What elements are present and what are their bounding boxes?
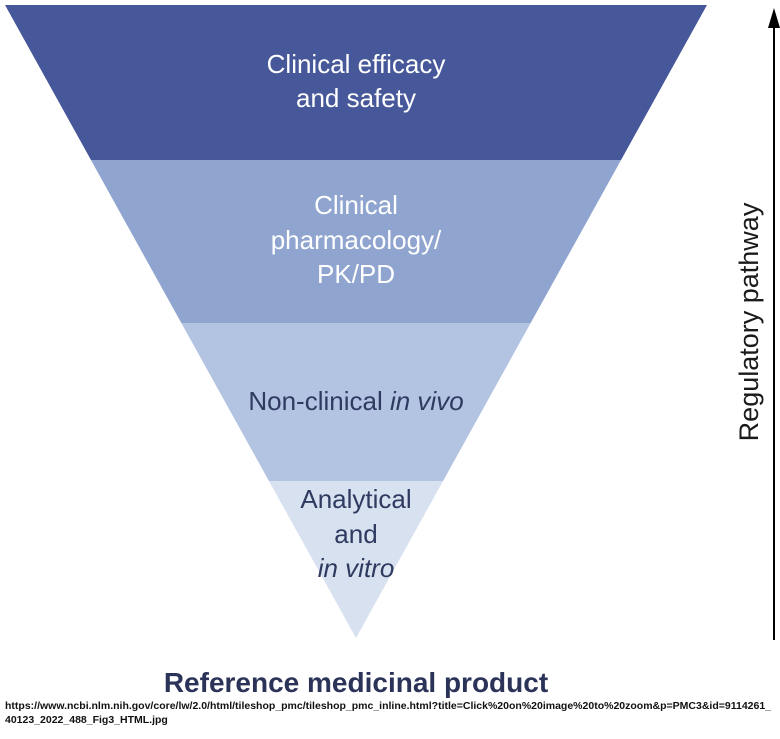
base-label: Reference medicinal product bbox=[164, 667, 548, 698]
layer-label-clinical-pharmacology-line-3: PK/PD bbox=[317, 259, 395, 289]
layer-label-clinical-efficacy-line-1: Clinical efficacy bbox=[267, 49, 446, 79]
layer-label-non-clinical-line-1: Non-clinical in vivo bbox=[248, 386, 463, 416]
layer-analytical bbox=[268, 481, 444, 638]
layer-label-clinical-pharmacology-line-2: pharmacology/ bbox=[271, 225, 442, 255]
layer-non-clinical bbox=[181, 323, 531, 481]
layer-clinical-efficacy bbox=[5, 5, 707, 160]
layer-label-analytical-line-1: Analytical bbox=[300, 484, 411, 514]
source-url: https://www.ncbi.nlm.nih.gov/core/lw/2.0… bbox=[5, 700, 772, 726]
arrow-head-icon bbox=[768, 8, 780, 28]
layer-label-clinical-pharmacology-line-1: Clinical bbox=[314, 190, 398, 220]
layer-label-clinical-efficacy-line-2: and safety bbox=[296, 83, 416, 113]
layer-label-analytical-line-3: in vitro bbox=[318, 553, 395, 583]
regulatory-pathway-arrow bbox=[768, 8, 780, 640]
layer-label-analytical-line-2: and bbox=[334, 519, 377, 549]
layer-clinical-pharmacology bbox=[90, 160, 622, 323]
axis-label: Regulatory pathway bbox=[734, 202, 764, 441]
